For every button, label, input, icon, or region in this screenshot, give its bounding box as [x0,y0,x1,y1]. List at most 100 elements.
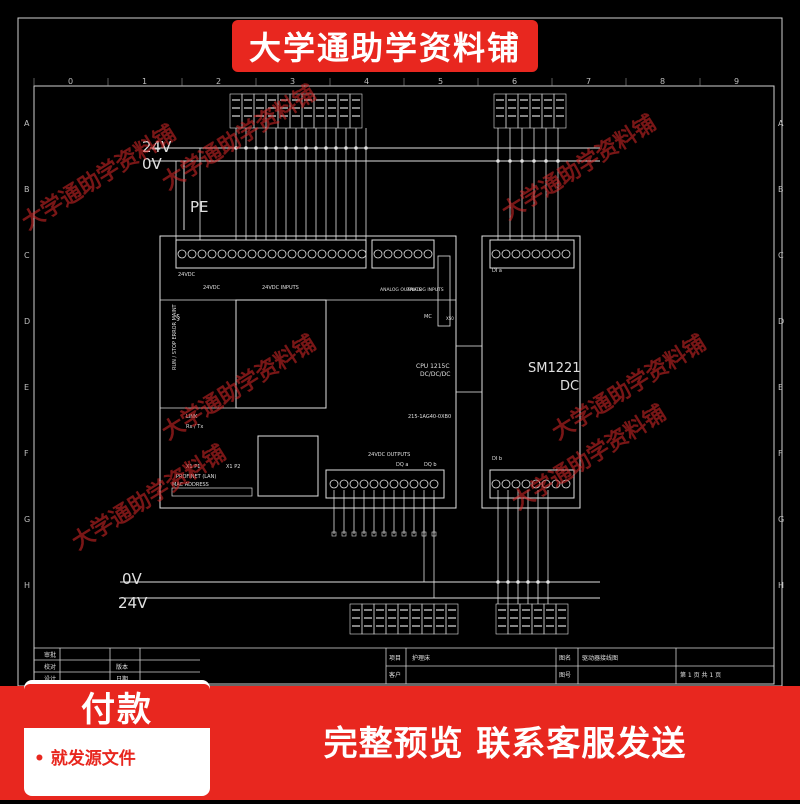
dc24-label-1: 24VDC [178,272,196,278]
x1p2-label: X1 P2 [226,464,240,470]
row-letter: E [24,383,29,392]
terminal-screw [317,249,327,259]
terminal-screw [551,479,561,489]
signal-label-box [507,603,521,635]
column-number: 2 [216,77,221,86]
terminal-screw [327,249,337,259]
signal-label-box [519,603,533,635]
signal-label-box [253,93,267,129]
terminal-screw [511,479,521,489]
terminal-screw [501,479,511,489]
terminal-screw [247,249,257,259]
terminal-screw [337,249,347,259]
terminal-screw [541,479,551,489]
pay-subtitle: • 就发源文件 [34,749,136,769]
terminal-screw [227,249,237,259]
sm1221-module [481,235,581,509]
terminal-screw [297,249,307,259]
terminal-screw [399,479,409,489]
signal-label-box [325,93,339,129]
rx-tx-label: Rx / Tx [186,424,203,430]
cpu-type: DC/DC/DC [420,371,450,378]
terminal-screw [339,479,349,489]
rail-24v-top-label: 24V [142,138,172,156]
design-label: 设计 [44,675,56,683]
terminal-screw [257,249,267,259]
terminal-screw [329,479,339,489]
bus-connector [455,345,483,393]
row-letter: G [24,515,30,524]
cpu-display-cover [235,299,327,409]
title-block [33,647,775,685]
cpu-1215c [159,235,457,509]
column-number: 7 [586,77,591,86]
column-number: 3 [290,77,295,86]
terminal-screw [561,479,571,489]
outputs-label: 24VDC OUTPUTS [368,452,410,458]
terminal-screw [389,479,399,489]
shop-banner: 大学通助学资料铺 [232,20,538,72]
row-letter: G [778,515,784,524]
x50-slot [437,255,451,327]
signal-label-box [553,93,567,129]
check-label: 校对 [44,663,56,671]
signal-label-box [349,93,363,129]
signal-label-box [541,93,555,129]
signal-label-box [361,603,375,635]
row-letter: F [24,449,29,458]
drawing-value: 驱动器接线图 [582,654,618,662]
sm-dia-label: DI a [492,268,502,274]
pay-title: 付款 [24,684,210,730]
terminal-screw [501,249,511,259]
terminal-screw [277,249,287,259]
terminal-screw [237,249,247,259]
terminal-screw [307,249,317,259]
row-letter: C [778,251,784,260]
rail-0v-top-label: 0V [142,155,163,173]
run-stop-label: RUN / STOP ERROR MAINT [172,303,178,370]
terminal-screw [511,249,521,259]
input-terminal-block [175,239,367,269]
row-letter: B [778,185,784,194]
row-letter: D [24,317,30,326]
column-number: 5 [438,77,443,86]
terminal-screw [419,479,429,489]
signal-label-box [495,603,509,635]
signal-label-box [409,603,423,635]
signal-label-box [289,93,303,129]
page-text: 第 1 页 共 1 页 [680,671,721,679]
signal-label-box [373,603,387,635]
signal-label-box [529,93,543,129]
column-number: 1 [142,77,147,86]
signal-label-box [397,603,411,635]
terminal-screw [359,479,369,489]
terminal-screw [521,249,531,259]
drawing-label: 图名 [559,654,571,662]
dqb-label: DQ b [424,462,437,468]
signal-label-box [421,603,435,635]
memory-card-slot [257,435,319,497]
pe-label: PE [190,198,209,216]
signal-label-box [445,603,459,635]
x1p1-label: X1 P1 [186,464,200,470]
x50-label: X50 [446,316,454,321]
terminal-screw [369,479,379,489]
terminal-screw [403,249,413,259]
dc24-label-2: 24VDC [203,285,221,291]
terminal-screw [413,249,423,259]
terminal-screw [349,479,359,489]
rail-24v-bottom-label: 24V [118,594,148,612]
row-letter: F [778,449,783,458]
terminal-screw [393,249,403,259]
analog-terminal-block [371,239,435,269]
signal-label-box [313,93,327,129]
contact-slogan: 完整预览 联系客服发送 [323,724,687,764]
terminal-screw [373,249,383,259]
terminal-screw [429,479,439,489]
signal-label-box [241,93,255,129]
terminal-screw [347,249,357,259]
signal-label-box [517,93,531,129]
row-letter: C [24,251,30,260]
